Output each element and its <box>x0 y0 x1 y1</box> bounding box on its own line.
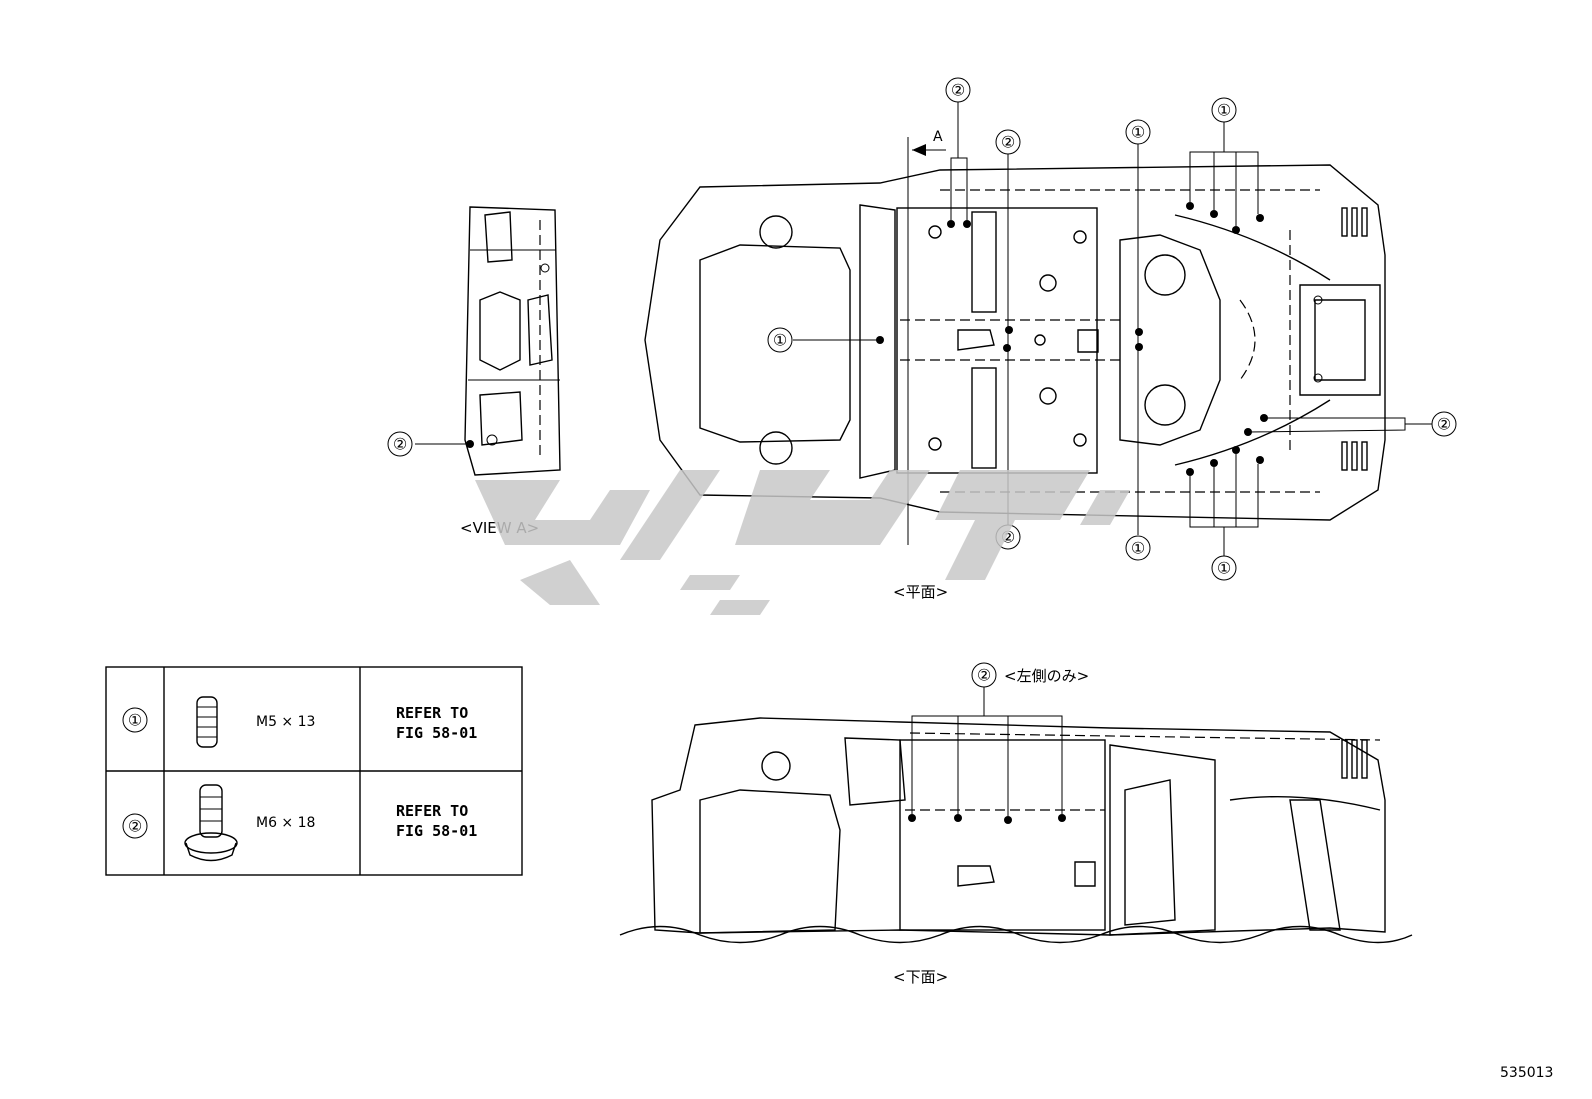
row-1-spec: M5 × 13 <box>256 714 315 730</box>
parts-table-row-1: ① M5 × 13 REFER TO FIG 58-01 <box>122 696 477 748</box>
row-1-ref-line1: REFER TO <box>396 704 468 722</box>
plan-callout-7-number: ① <box>1217 101 1231 120</box>
row-2-callout: ② <box>128 817 142 836</box>
row-2-ref-line2: FIG 58-01 <box>396 822 477 840</box>
parts-table-row-2: ② M6 × 18 REFER TO FIG 58-01 <box>122 784 477 862</box>
bottom-callout-number: ② <box>977 666 991 685</box>
plan-callout-8: ① <box>1211 555 1237 581</box>
row-2-ref-line1: REFER TO <box>396 802 468 820</box>
view-a-drawing <box>415 206 561 476</box>
plan-callout-5: ① <box>1125 119 1151 145</box>
plan-callout-9: ② <box>1431 411 1457 437</box>
plan-callout-2: ② <box>945 77 971 103</box>
bolt-m6-flange-icon <box>184 784 238 862</box>
parts-table: ① M5 × 13 REFER TO FIG 58-01 ② <box>105 666 523 876</box>
plan-callout-9-number: ② <box>1437 415 1451 434</box>
drawing-number: 535013 <box>1500 1065 1553 1081</box>
row-1-ref-line2: FIG 58-01 <box>396 724 477 742</box>
plan-callout-5-number: ① <box>1131 123 1145 142</box>
plan-callout-1: ① <box>767 327 793 353</box>
plan-callout-6: ① <box>1125 535 1151 561</box>
plan-callout-8-number: ① <box>1217 559 1231 578</box>
bottom-view-drawing <box>619 687 1413 944</box>
watermark-logo <box>475 470 1130 615</box>
plan-callout-3-number: ② <box>1001 133 1015 152</box>
view-a-callout-number: ② <box>393 435 407 454</box>
bolt-m5-icon <box>196 696 218 748</box>
left-side-only-label: <左側のみ> <box>1004 667 1089 685</box>
row-1-callout: ① <box>128 711 142 730</box>
bottom-callout: ② <box>971 662 997 688</box>
plan-callout-1-number: ① <box>773 331 787 350</box>
section-arrow-letter: A <box>933 129 943 145</box>
plan-callout-7: ① <box>1211 97 1237 123</box>
bottom-view-label: <下面> <box>893 968 948 986</box>
plan-view-label: <平面> <box>893 583 948 601</box>
plan-callout-2-number: ② <box>951 81 965 100</box>
plan-callout-6-number: ① <box>1131 539 1145 558</box>
row-2-spec: M6 × 18 <box>256 815 315 831</box>
view-a-callout: ② <box>387 431 413 457</box>
plan-callout-3: ② <box>995 129 1021 155</box>
